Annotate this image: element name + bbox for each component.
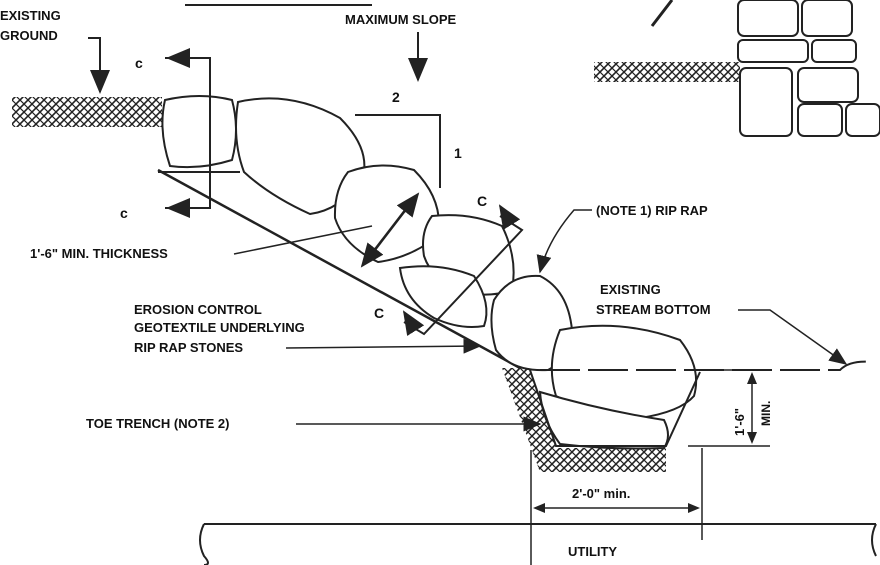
label-min-thickness: 1'-6" MIN. THICKNESS: [30, 246, 168, 261]
slope-ratio-triangle: [355, 114, 441, 188]
geotextile-line: [157, 168, 521, 370]
label-trench-depth: 1'-6": [732, 408, 747, 436]
utility-pipe: [199, 523, 877, 565]
stream-bottom-line: [540, 360, 873, 371]
rip-rap-stones: [161, 95, 698, 450]
existing-ground-hatch: [12, 97, 162, 127]
label-trench-width: 2'-0" min.: [572, 486, 630, 501]
existing-ground-arrow: [88, 37, 110, 94]
section-arrow-right-bottom: [402, 310, 425, 336]
rip-rap-leader: [536, 209, 592, 274]
top-right-arrow: [650, 0, 674, 27]
label-erosion-3: RIP RAP STONES: [134, 340, 243, 355]
label-erosion-1: EROSION CONTROL: [134, 302, 262, 317]
label-erosion-2: GEOTEXTILE UNDERLYING: [134, 320, 305, 335]
label-trench-depth-min: MIN.: [759, 401, 773, 426]
toe-trench-outline: [529, 369, 701, 447]
thickness-dim-arrow: [360, 209, 406, 268]
toe-trench-hatch: [502, 368, 666, 472]
label-section-c-top: c: [135, 55, 143, 71]
retaining-stones: [737, 0, 880, 137]
thickness-leader: [233, 225, 373, 255]
label-toe-trench: TOE TRENCH (NOTE 2): [86, 416, 230, 431]
label-section-c-bottom: c: [120, 205, 128, 221]
label-section-c-right-top: C: [477, 193, 487, 209]
label-maximum-slope: MAXIMUM SLOPE: [345, 12, 457, 27]
label-existing-ground-2: GROUND: [0, 28, 58, 43]
label-rip-rap-note: (NOTE 1) RIP RAP: [596, 203, 708, 218]
label-slope-run: 2: [392, 89, 400, 105]
label-utility: UTILITY: [568, 544, 617, 559]
label-existing-stream-2: STREAM BOTTOM: [596, 302, 711, 317]
section-arrow-right-top: [498, 204, 521, 230]
label-slope-rise: 1: [454, 145, 462, 161]
label-section-c-right-bottom: C: [374, 305, 384, 321]
erosion-leader: [285, 338, 482, 354]
label-existing-stream-1: EXISTING: [600, 282, 661, 297]
stream-leader: [738, 309, 848, 365]
label-existing-ground-1: EXISTING: [0, 8, 61, 23]
right-ground-hatch: [594, 62, 740, 82]
